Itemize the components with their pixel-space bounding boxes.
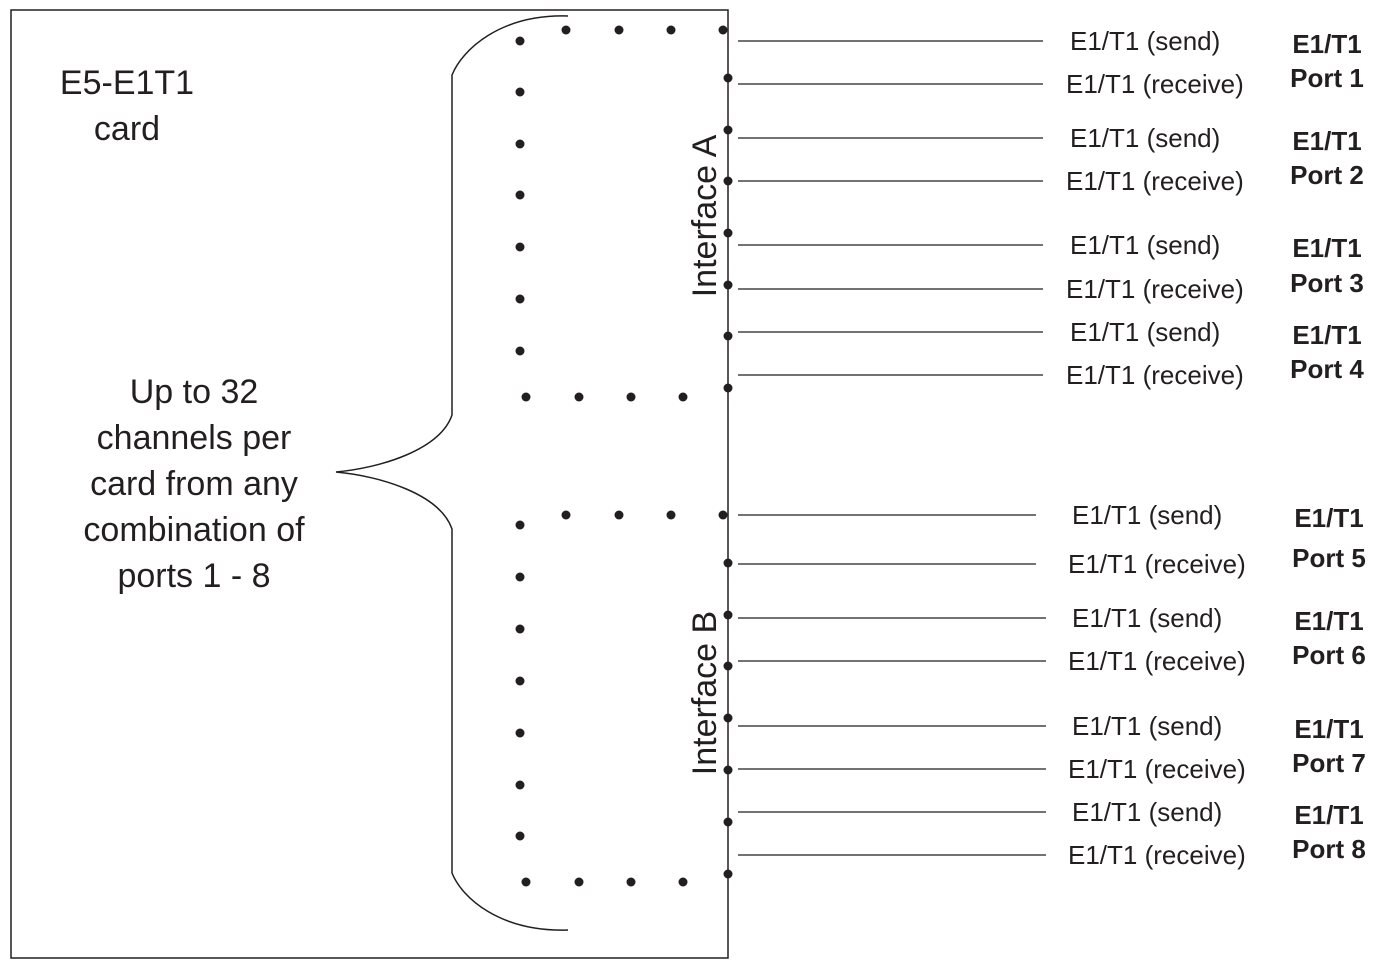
channel-dot-a	[515, 242, 525, 252]
card-title-line1: E5-E1T1	[60, 64, 194, 102]
send-label: E1/T1 (send)	[1070, 123, 1220, 153]
card-outline	[10, 9, 729, 959]
connector-dot-b	[723, 713, 733, 723]
port-name-line1: E1/T1	[1292, 233, 1361, 263]
note-line-4: combination of	[83, 511, 305, 549]
channel-dot-b	[515, 728, 525, 738]
send-label: E1/T1 (send)	[1070, 230, 1220, 260]
card-title-line2: card	[94, 110, 160, 148]
connector-dot-b	[723, 610, 733, 620]
send-label: E1/T1 (send)	[1070, 317, 1220, 347]
port-name-line2: Port 8	[1292, 834, 1366, 864]
note-line-2: channels per	[97, 419, 292, 457]
port-name-line2: Port 6	[1292, 640, 1366, 670]
send-label: E1/T1 (send)	[1072, 500, 1222, 530]
channel-dot-b	[574, 877, 584, 887]
interface-a-label: Interface A	[686, 134, 724, 297]
channel-dot-b	[515, 520, 525, 530]
channel-dot-a	[561, 25, 571, 35]
port-name-line2: Port 2	[1290, 160, 1364, 190]
connector-dot-b	[723, 869, 733, 879]
port-name-line2: Port 1	[1290, 63, 1364, 93]
channel-dot-b	[561, 510, 571, 520]
port-name-line1: E1/T1	[1294, 800, 1363, 830]
port-name-line1: E1/T1	[1294, 503, 1363, 533]
channel-dot-b	[515, 831, 525, 841]
note-line-3: card from any	[90, 465, 298, 503]
note-line-5: ports 1 - 8	[117, 557, 270, 595]
port-name-line1: E1/T1	[1292, 29, 1361, 59]
channel-dot-b	[515, 780, 525, 790]
send-label: E1/T1 (send)	[1072, 797, 1222, 827]
channel-dot-a	[515, 190, 525, 200]
receive-label: E1/T1 (receive)	[1068, 840, 1246, 870]
channel-dot-b	[515, 624, 525, 634]
port-name-line2: Port 5	[1292, 543, 1366, 573]
channel-dot-b	[515, 572, 525, 582]
curly-brace	[335, 15, 569, 931]
connector-dot-a	[723, 125, 733, 135]
connector-dot-b	[723, 661, 733, 671]
send-label: E1/T1 (send)	[1070, 26, 1220, 56]
channel-dot-a	[515, 36, 525, 46]
receive-label: E1/T1 (receive)	[1066, 69, 1244, 99]
port-name-line2: Port 3	[1290, 268, 1364, 298]
channel-dot-a	[515, 346, 525, 356]
port-name-line1: E1/T1	[1292, 126, 1361, 156]
note-line-1: Up to 32	[130, 373, 259, 411]
channel-dot-a	[718, 25, 728, 35]
channel-dot-a	[515, 87, 525, 97]
channel-dot-a	[515, 294, 525, 304]
channel-dot-b	[678, 877, 688, 887]
channel-dot-b	[515, 676, 525, 686]
connector-dot-b	[723, 817, 733, 827]
connector-dot-a	[723, 331, 733, 341]
connector-dot-a	[723, 383, 733, 393]
port-name-line1: E1/T1	[1294, 606, 1363, 636]
port-name-line1: E1/T1	[1294, 714, 1363, 744]
port-name-line1: E1/T1	[1292, 320, 1361, 350]
channel-dot-b	[666, 510, 676, 520]
channel-dot-b	[521, 877, 531, 887]
connector-dot-a	[723, 176, 733, 186]
channel-dot-a	[574, 392, 584, 402]
channel-dot-b	[626, 877, 636, 887]
connector-dot-a	[723, 280, 733, 290]
channel-dot-a	[515, 139, 525, 149]
connector-dot-b	[723, 558, 733, 568]
channel-dot-b	[614, 510, 624, 520]
channels-note: Up to 32 channels per card from any comb…	[83, 373, 305, 595]
channel-dot-a	[614, 25, 624, 35]
receive-label: E1/T1 (receive)	[1066, 166, 1244, 196]
connector-dot-a	[723, 228, 733, 238]
channel-dot-a	[626, 392, 636, 402]
connector-dot-a	[723, 73, 733, 83]
channel-dot-a	[678, 392, 688, 402]
channel-dot-a	[521, 392, 531, 402]
receive-label: E1/T1 (receive)	[1068, 646, 1246, 676]
port-name-line2: Port 4	[1290, 354, 1364, 384]
channel-dot-b	[718, 510, 728, 520]
send-label: E1/T1 (send)	[1072, 603, 1222, 633]
interface-b-label: Interface B	[686, 611, 724, 775]
send-label: E1/T1 (send)	[1072, 711, 1222, 741]
receive-label: E1/T1 (receive)	[1066, 274, 1244, 304]
receive-label: E1/T1 (receive)	[1068, 549, 1246, 579]
receive-label: E1/T1 (receive)	[1066, 360, 1244, 390]
port-name-line2: Port 7	[1292, 748, 1366, 778]
receive-label: E1/T1 (receive)	[1068, 754, 1246, 784]
channel-dots	[515, 25, 733, 887]
channel-dot-a	[666, 25, 676, 35]
connector-dot-b	[723, 765, 733, 775]
